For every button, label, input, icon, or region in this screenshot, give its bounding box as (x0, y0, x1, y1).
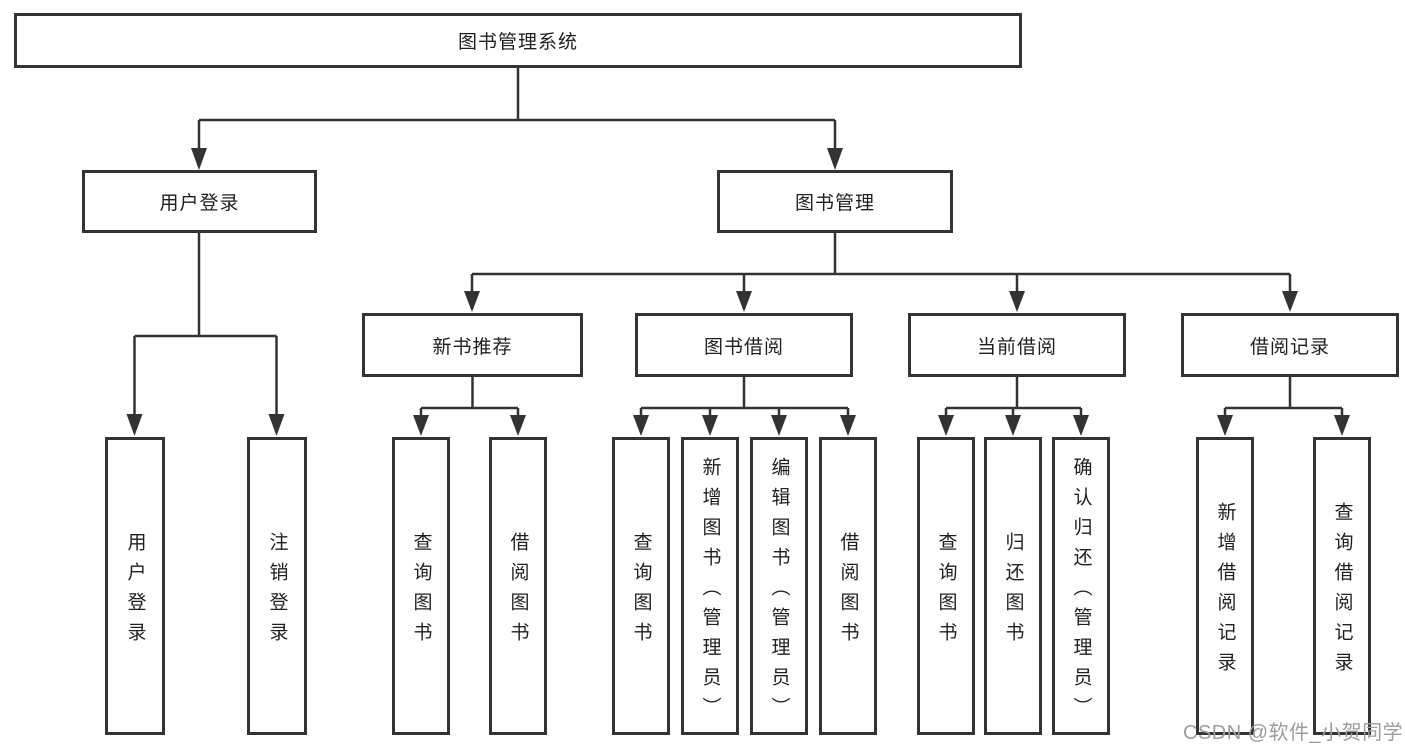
leaf-user-login-label: 用户登录 (124, 531, 146, 652)
node-root-library-system: 图书管理系统 (14, 13, 1022, 68)
node-new-book-recommend: 新书推荐 (362, 313, 583, 377)
leaf-borrow-books-recommend: 借阅图书 (489, 437, 547, 735)
node-new-book-recommend-label: 新书推荐 (432, 336, 513, 358)
node-book-management-label: 图书管理 (794, 193, 875, 214)
leaf-confirm-return-admin: 确认归还（管理员） (1052, 437, 1110, 735)
leaf-borrow-books: 借阅图书 (819, 437, 877, 735)
leaf-add-books-admin-label: 新增图书（管理员） (699, 456, 721, 727)
leaf-add-books-admin: 新增图书（管理员） (681, 437, 739, 735)
leaf-query-borrow-record: 查询借阅记录 (1313, 437, 1371, 735)
node-borrow-records: 借阅记录 (1181, 313, 1399, 377)
leaf-query-books-current-label: 查询图书 (935, 531, 957, 652)
node-book-borrow: 图书借阅 (635, 313, 853, 377)
leaf-query-books-recommend: 查询图书 (392, 437, 450, 735)
node-book-management: 图书管理 (717, 170, 953, 233)
node-book-borrow-label: 图书借阅 (703, 336, 784, 358)
node-user-login-label: 用户登录 (159, 193, 240, 214)
leaf-query-borrow-record-label: 查询借阅记录 (1331, 501, 1353, 682)
leaf-logout-login-label: 注销登录 (266, 531, 288, 652)
leaf-borrow-books-recommend-label: 借阅图书 (507, 531, 529, 652)
leaf-return-books-label: 归还图书 (1002, 531, 1024, 652)
arrowheads-group (126, 148, 1350, 436)
leaf-add-borrow-record: 新增借阅记录 (1196, 437, 1254, 735)
leaf-query-books-borrow-label: 查询图书 (630, 531, 652, 652)
node-current-borrow-label: 当前借阅 (976, 336, 1057, 358)
leaf-query-books-recommend-label: 查询图书 (410, 531, 432, 652)
node-user-login: 用户登录 (82, 170, 317, 233)
leaf-borrow-books-label: 借阅图书 (837, 531, 859, 652)
csdn-watermark: CSDN @软件_小贺同学 (1183, 722, 1404, 744)
leaf-query-books-current: 查询图书 (917, 437, 975, 735)
leaf-user-login: 用户登录 (105, 437, 165, 735)
leaf-edit-books-admin: 编辑图书（管理员） (750, 437, 808, 735)
leaf-query-books-borrow: 查询图书 (612, 437, 670, 735)
leaf-confirm-return-admin-label: 确认归还（管理员） (1070, 456, 1092, 727)
leaf-return-books: 归还图书 (984, 437, 1042, 735)
leaf-logout-login: 注销登录 (247, 437, 307, 735)
connector-path-group (133, 68, 1344, 417)
leaf-edit-books-admin-label: 编辑图书（管理员） (768, 456, 790, 727)
node-borrow-records-label: 借阅记录 (1249, 336, 1330, 358)
node-root-label: 图书管理系统 (457, 32, 578, 53)
leaf-add-borrow-record-label: 新增借阅记录 (1214, 501, 1236, 682)
node-current-borrow: 当前借阅 (908, 313, 1126, 377)
